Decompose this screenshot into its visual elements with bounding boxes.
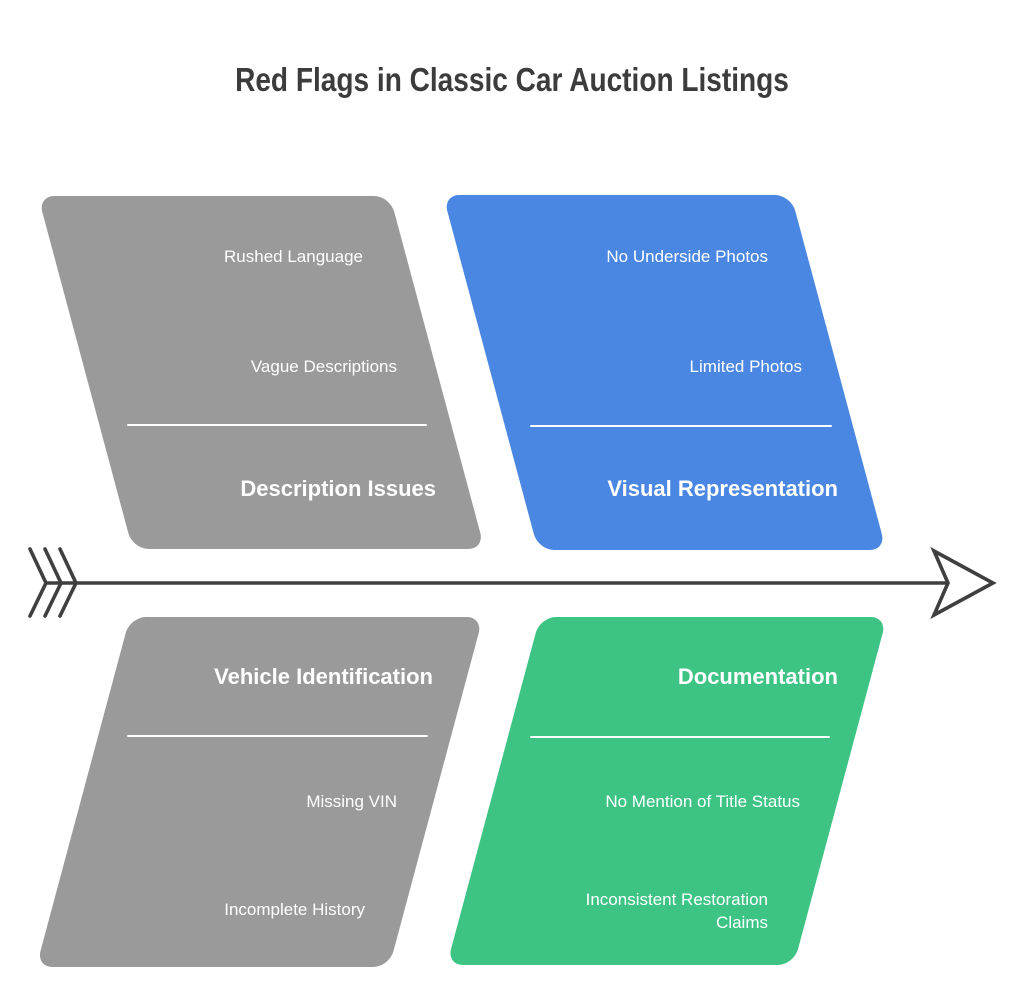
branch-divider — [530, 736, 830, 738]
branch-item: Rushed Language — [224, 247, 363, 266]
branch-shape — [38, 196, 485, 549]
branch-title: Visual Representation — [607, 476, 838, 501]
branch-item: Vague Descriptions — [250, 357, 397, 376]
arrow-fletching-icon — [28, 547, 78, 618]
branch-item: No Underside Photos — [606, 247, 768, 266]
arrow-head-icon — [930, 546, 997, 620]
branch-shape — [446, 617, 887, 965]
branch-title: Vehicle Identification — [214, 664, 433, 689]
branch-title: Documentation — [677, 664, 838, 689]
branch-item: No Mention of Title Status — [605, 792, 800, 811]
branch-item: Incomplete History — [224, 900, 365, 919]
diagram-title: Red Flags in Classic Car Auction Listing… — [235, 61, 789, 98]
branch-shape — [36, 617, 484, 967]
branch-shape — [443, 195, 887, 550]
branch-divider — [127, 424, 427, 426]
branch-title: Description Issues — [240, 476, 436, 501]
branch-divider — [530, 425, 832, 427]
branch-divider — [127, 735, 428, 737]
branch-item: Missing VIN — [306, 792, 397, 811]
branch-item: Limited Photos — [689, 357, 802, 376]
branch-item: Inconsistent Restoration Claims — [585, 890, 768, 932]
